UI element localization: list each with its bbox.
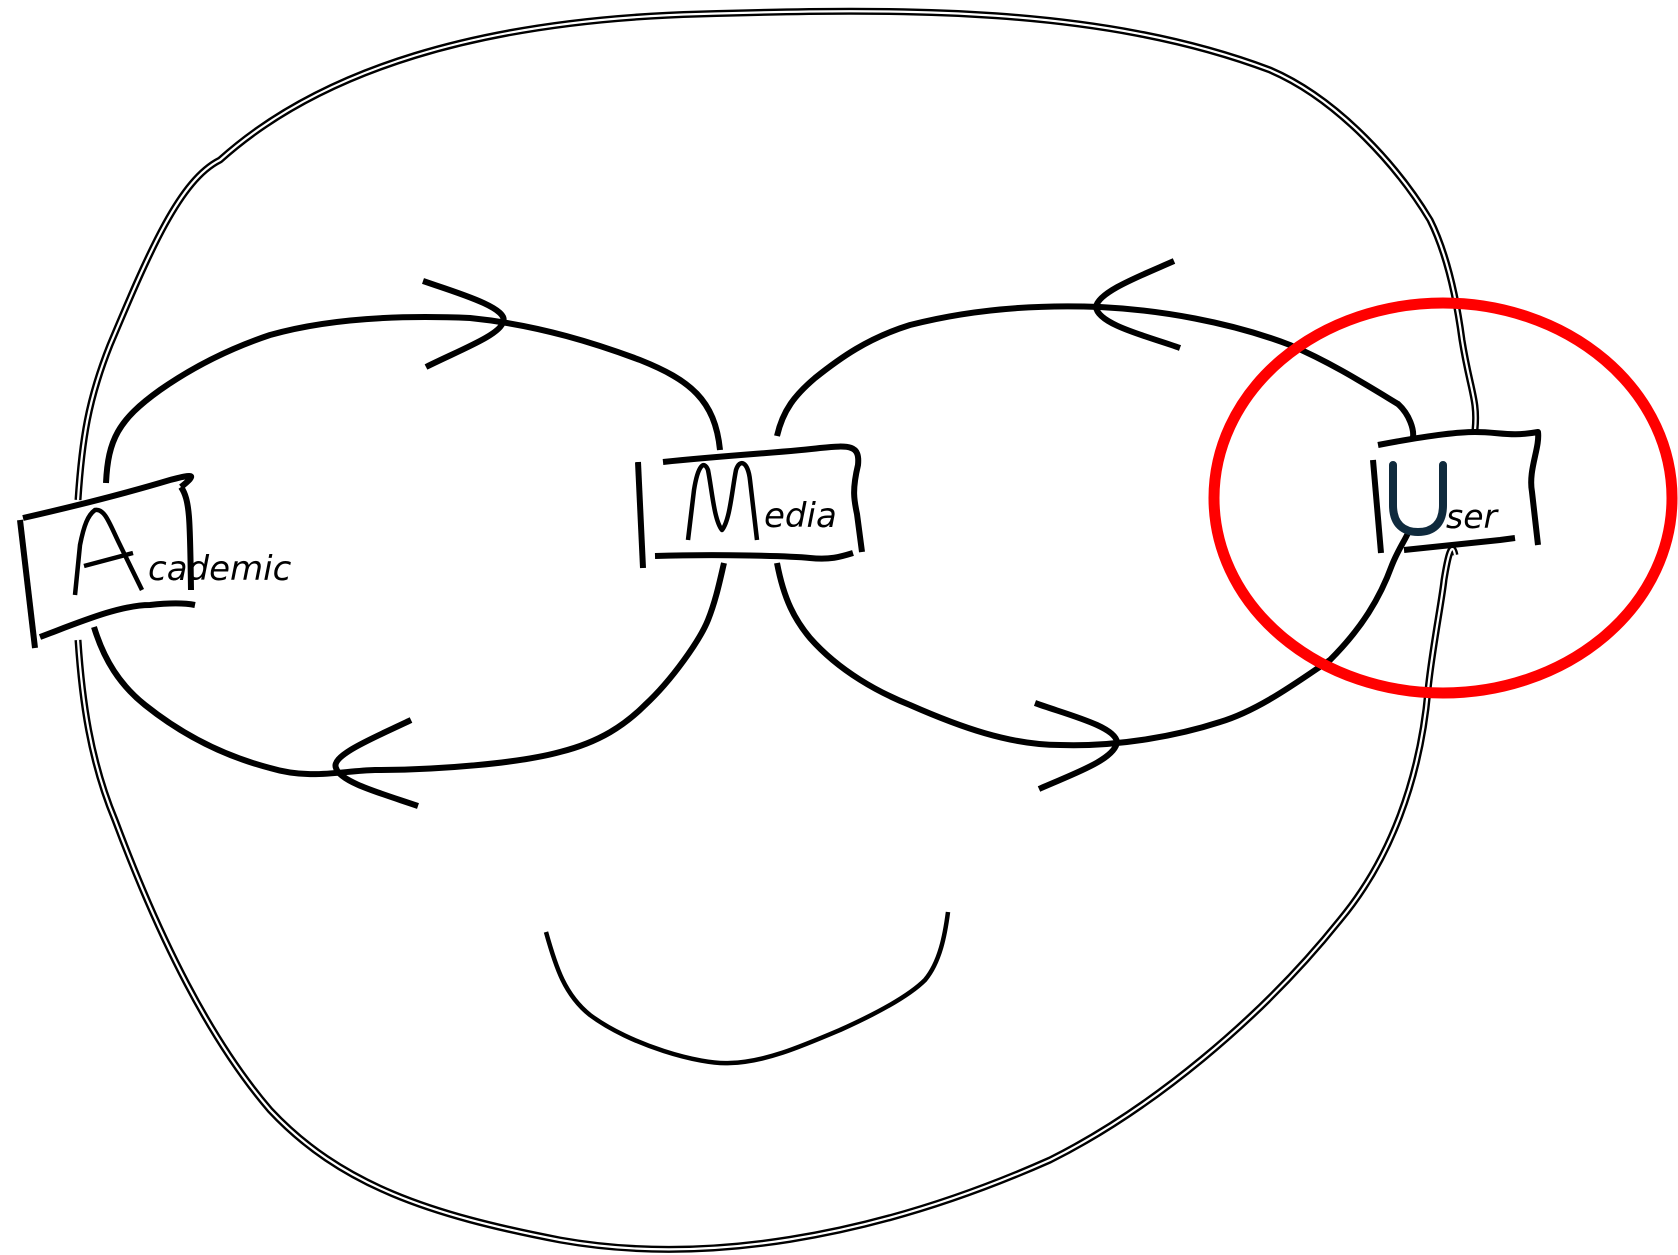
academic-initial-glyph xyxy=(72,507,145,596)
highlight-circle xyxy=(1208,297,1678,699)
arrowhead-right-icon xyxy=(1033,700,1120,792)
user-label-rest: ser xyxy=(1446,497,1499,536)
edge-user-to-media xyxy=(774,258,1417,438)
node-academic: cademic xyxy=(17,473,292,649)
arrowhead-left-icon xyxy=(1093,258,1182,351)
edge-media-to-user xyxy=(774,531,1411,792)
outer-loop-edge xyxy=(74,7,1480,1253)
media-initial-glyph xyxy=(685,460,760,541)
edge-academic-to-media xyxy=(103,278,723,484)
arrowhead-left-icon xyxy=(332,717,419,809)
user-initial-glyph xyxy=(1389,461,1447,537)
node-user: ser xyxy=(1370,429,1542,554)
media-label-rest: edia xyxy=(764,496,837,536)
academic-label-rest: cademic xyxy=(148,549,292,589)
edge-media-to-academic xyxy=(91,562,727,809)
smile-curve xyxy=(543,911,951,1066)
arrowhead-right-icon xyxy=(422,278,507,370)
node-media: edia xyxy=(635,443,865,569)
